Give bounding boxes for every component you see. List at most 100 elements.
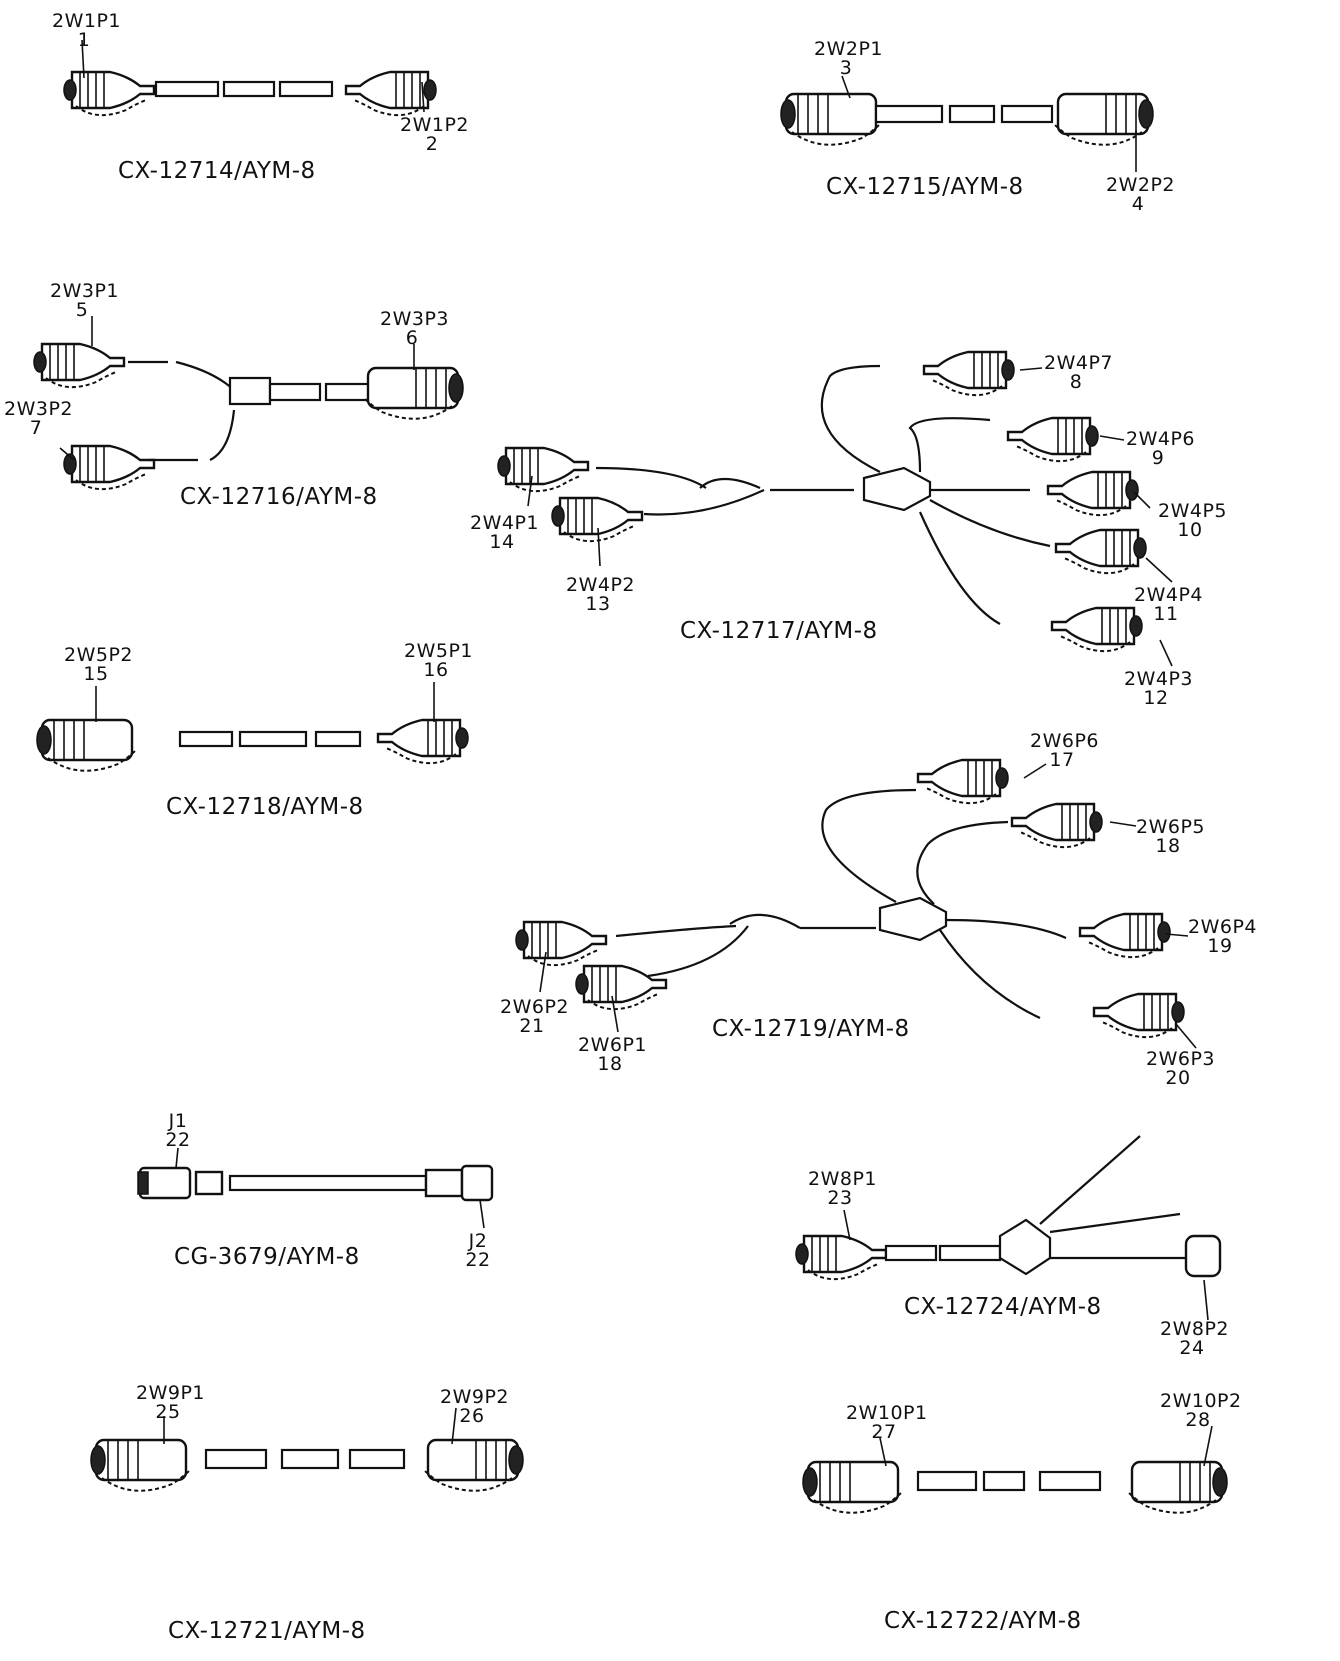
- part-number: 9: [1151, 447, 1165, 469]
- part-number: 22: [465, 1249, 491, 1271]
- part-ref: 2W4P2: [566, 574, 636, 596]
- part-number: 6: [405, 327, 419, 349]
- part-ref: 2W9P1: [136, 1382, 206, 1404]
- assembly-caption: CX-12718/AYM-8: [166, 794, 364, 820]
- cable-cx12724: [794, 1135, 1222, 1281]
- part-label-2w6p1: 2W6P1 18: [578, 1034, 648, 1075]
- part-ref: 2W9P2: [440, 1386, 510, 1408]
- part-ref: 2W6P2: [500, 996, 570, 1018]
- part-number: 7: [29, 417, 43, 439]
- assembly-caption: CX-12722/AYM-8: [884, 1608, 1082, 1634]
- cable-cx12722: [801, 1460, 1227, 1514]
- part-label-2w4p2: 2W4P2 13: [566, 574, 636, 615]
- part-label-2w3p2: 2W3P2 7: [4, 398, 74, 439]
- part-label-2w10p2: 2W10P2 28: [1160, 1392, 1241, 1431]
- part-ref: 2W4P6: [1126, 428, 1196, 450]
- part-label-2w4p4: 2W4P4 11: [1134, 584, 1204, 625]
- part-ref: 2W10P1: [846, 1402, 928, 1424]
- part-label-2w6p3: 2W6P3 20: [1146, 1048, 1216, 1089]
- part-ref: 2W3P2: [4, 398, 74, 420]
- part-label-2w4p7: 2W4P7 8: [1044, 352, 1114, 393]
- part-number: 24: [1179, 1337, 1205, 1359]
- part-label-2w3p3: 2W3P3 6: [380, 308, 450, 349]
- part-label-2w9p2: 2W9P2 26: [440, 1386, 510, 1427]
- part-label-2w3p1: 2W3P1 5: [50, 280, 120, 321]
- part-number: 18: [597, 1053, 623, 1075]
- assembly-caption: CX-12719/AYM-8: [712, 1016, 910, 1042]
- part-number: 21: [519, 1015, 545, 1037]
- part-number: 14: [489, 531, 515, 553]
- part-number: 8: [1069, 371, 1083, 393]
- part-number: 2: [425, 133, 439, 155]
- part-number: 12: [1143, 687, 1169, 709]
- assembly-caption: CX-12716/AYM-8: [180, 484, 378, 510]
- part-ref: 2W4P1: [470, 512, 540, 534]
- part-ref: 2W6P3: [1146, 1048, 1216, 1070]
- part-number: 5: [75, 299, 89, 321]
- cable-cx12715: [779, 92, 1153, 146]
- part-ref: 2W8P1: [808, 1168, 878, 1190]
- part-number: 23: [827, 1187, 853, 1209]
- part-label-2w2p2: 2W2P2 4: [1106, 174, 1176, 215]
- part-label-2w1p2: 2W1P2 2: [400, 116, 469, 155]
- part-number: 18: [1155, 835, 1181, 857]
- part-label-2w8p2: 2W8P2 24: [1160, 1318, 1230, 1359]
- cable-cx12721: [89, 1438, 523, 1492]
- cable-cx12717: [496, 352, 1146, 651]
- part-ref: 2W8P2: [1160, 1318, 1230, 1340]
- part-ref: 2W3P3: [380, 308, 450, 330]
- cable-cg3679: [137, 1164, 494, 1202]
- part-label-2w5p2: 2W5P2 15: [64, 644, 134, 684]
- part-ref: 2W2P2: [1106, 174, 1176, 196]
- part-label-2w10p1: 2W10P1 27: [846, 1402, 928, 1443]
- part-label-2w4p5: 2W4P5 10: [1158, 502, 1227, 541]
- assembly-caption: CX-12724/AYM-8: [904, 1294, 1102, 1320]
- part-label-j2: J2 22: [446, 1232, 510, 1270]
- part-label-2w5p1: 2W5P1 16: [404, 640, 474, 681]
- part-label-2w9p1: 2W9P1 25: [136, 1382, 206, 1423]
- part-ref: 2W2P1: [814, 38, 884, 60]
- part-number: 4: [1131, 193, 1145, 215]
- part-ref: 2W4P3: [1124, 668, 1194, 690]
- part-ref: J1: [168, 1110, 188, 1132]
- cable-cx12718: [35, 718, 468, 772]
- part-number: 27: [871, 1421, 897, 1443]
- part-ref: 2W3P1: [50, 280, 120, 302]
- part-label-j1: J1 22: [146, 1112, 210, 1150]
- part-number: 26: [459, 1405, 485, 1427]
- part-number: 11: [1153, 603, 1179, 625]
- part-ref: 2W6P1: [578, 1034, 648, 1056]
- part-label-2w8p1: 2W8P1 23: [808, 1168, 878, 1209]
- part-label-2w6p6: 2W6P6 17: [1030, 730, 1100, 771]
- part-ref: 2W6P5: [1136, 816, 1206, 838]
- part-number: 17: [1049, 749, 1075, 771]
- part-number: 22: [165, 1129, 191, 1151]
- part-number: 3: [839, 57, 853, 79]
- part-ref: 2W6P4: [1188, 916, 1258, 938]
- part-number: 16: [423, 659, 449, 681]
- part-label-2w2p1: 2W2P1 3: [814, 38, 884, 79]
- part-number: 25: [155, 1401, 181, 1423]
- part-number: 28: [1185, 1409, 1211, 1431]
- part-number: 1: [77, 29, 91, 51]
- part-ref: 2W6P6: [1030, 730, 1100, 752]
- part-ref: 2W5P2: [64, 644, 134, 666]
- assembly-caption: CG-3679/AYM-8: [174, 1244, 360, 1270]
- cable-cx12719: [514, 760, 1184, 1037]
- part-label-2w4p6: 2W4P6 9: [1126, 428, 1196, 469]
- assembly-caption: CX-12717/AYM-8: [680, 618, 878, 644]
- part-ref: 2W5P1: [404, 640, 474, 662]
- part-number: 20: [1165, 1067, 1191, 1089]
- assembly-caption: CX-12714/AYM-8: [118, 158, 316, 184]
- part-label-2w6p4: 2W6P4 19: [1188, 916, 1258, 956]
- part-number: 10: [1177, 519, 1203, 541]
- assembly-caption: CX-12721/AYM-8: [168, 1618, 366, 1644]
- part-number: 13: [585, 593, 611, 615]
- cable-cx12716: [32, 342, 463, 491]
- part-label-2w6p2: 2W6P2 21: [500, 996, 570, 1037]
- part-ref: 2W4P7: [1044, 352, 1114, 374]
- part-ref: 2W4P4: [1134, 584, 1204, 606]
- part-label-2w4p3: 2W4P3 12: [1124, 668, 1194, 709]
